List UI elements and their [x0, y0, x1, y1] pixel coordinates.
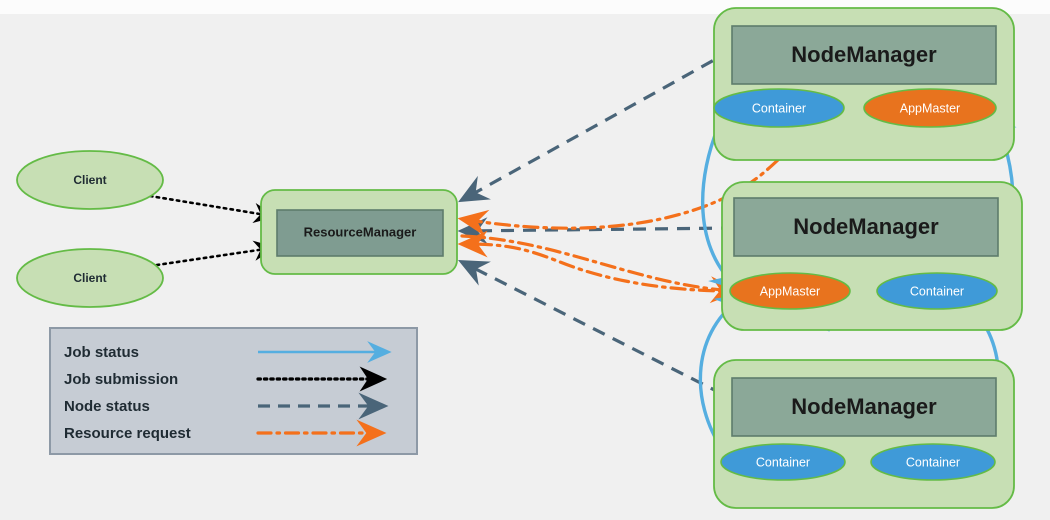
- container-pod-4[interactable]: [870, 443, 996, 481]
- container-pod-1[interactable]: [713, 88, 845, 128]
- container-pod-2[interactable]: [876, 272, 998, 310]
- appmaster-pod-1[interactable]: [863, 88, 997, 128]
- edge-node-status-middle: [457, 217, 735, 245]
- edge-resource-request-to-middle-appmaster: [460, 234, 741, 304]
- client-node-1[interactable]: [16, 150, 164, 210]
- edge-node-status-top: [458, 48, 733, 203]
- nodemanager-box-1[interactable]: [731, 25, 997, 85]
- container-pod-3[interactable]: [720, 443, 846, 481]
- nodemanager-box-2[interactable]: [733, 197, 999, 257]
- edge-job-submission-client-1: [148, 194, 277, 224]
- client-node-2[interactable]: [16, 248, 164, 308]
- edge-resource-request-middle: [457, 230, 744, 293]
- nodemanager-box-3[interactable]: [731, 377, 997, 437]
- resourcemanager-box[interactable]: [276, 209, 444, 257]
- legend-panel: [49, 327, 418, 455]
- edge-node-status-bottom: [458, 259, 743, 406]
- edge-job-submission-client-2: [148, 240, 277, 268]
- appmaster-pod-2[interactable]: [729, 272, 851, 310]
